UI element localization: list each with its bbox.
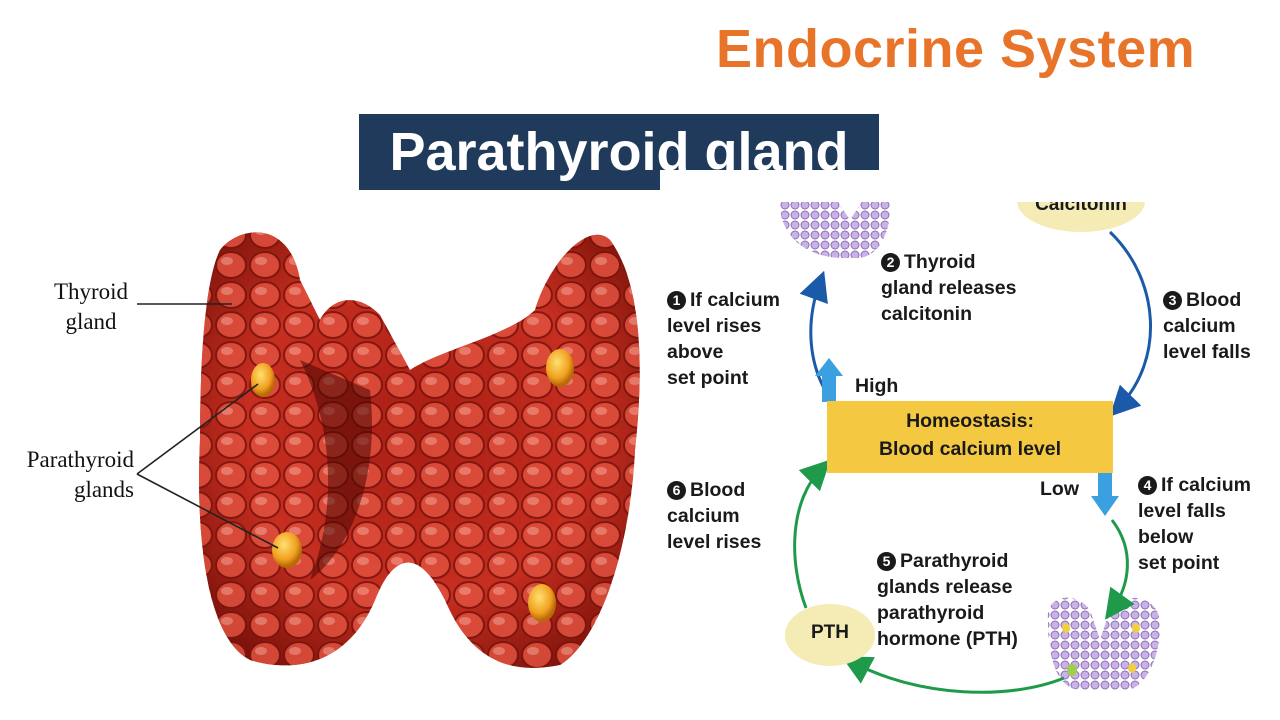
thyroid-icon-bottom (1048, 598, 1160, 691)
step-6-number: 6 (667, 481, 686, 500)
homeostasis-title: Homeostasis: (827, 410, 1113, 433)
arrow-pth-to-homeostasis (795, 468, 822, 608)
step-1-number: 1 (667, 291, 686, 310)
step-2-number: 2 (881, 253, 900, 272)
step-6-line-3: level rises (667, 529, 761, 555)
step-4-line-1: If calcium (1161, 474, 1251, 496)
step-3-line-2: calcium (1163, 313, 1251, 339)
homeostasis-subtitle: Blood calcium level (827, 438, 1113, 461)
step-3-line-3: level falls (1163, 339, 1251, 365)
step-2-line-2: gland releases (881, 275, 1017, 301)
pth-label: PTH (785, 622, 875, 644)
step-2-line-3: calcitonin (881, 301, 1017, 327)
step-5-line-1: Parathyroid (900, 550, 1008, 572)
step-1-line-3: above (667, 339, 780, 365)
step-4-line-3: below (1138, 524, 1251, 550)
low-signal-arrow (1091, 472, 1119, 516)
step-1-line-1: If calcium (690, 289, 780, 311)
arrow-parathyroid-to-pth (852, 662, 1064, 692)
step-4-number: 4 (1138, 476, 1157, 495)
low-label: Low (1040, 476, 1079, 502)
step-6-line-1: Blood (690, 479, 745, 501)
step-6-line-2: calcium (667, 503, 761, 529)
step-2-line-1: Thyroid (904, 251, 976, 273)
step-4-line-4: set point (1138, 550, 1251, 576)
step-5-line-2: glands release (877, 574, 1018, 600)
arrow-fall-to-parathyroid (1112, 520, 1127, 610)
step-5-line-4: hormone (PTH) (877, 626, 1018, 652)
step-1-line-2: level rises (667, 313, 780, 339)
cropped-edge (660, 170, 1280, 202)
step-1-line-4: set point (667, 365, 780, 391)
step-3-number: 3 (1163, 291, 1182, 310)
step-3-line-1: Blood (1186, 289, 1241, 311)
step-5-number: 5 (877, 552, 896, 571)
high-label: High (855, 373, 898, 399)
step-4-line-2: level falls (1138, 498, 1251, 524)
arrow-calcitonin-to-homeostasis (1110, 232, 1151, 408)
step-5-line-3: parathyroid (877, 600, 1018, 626)
